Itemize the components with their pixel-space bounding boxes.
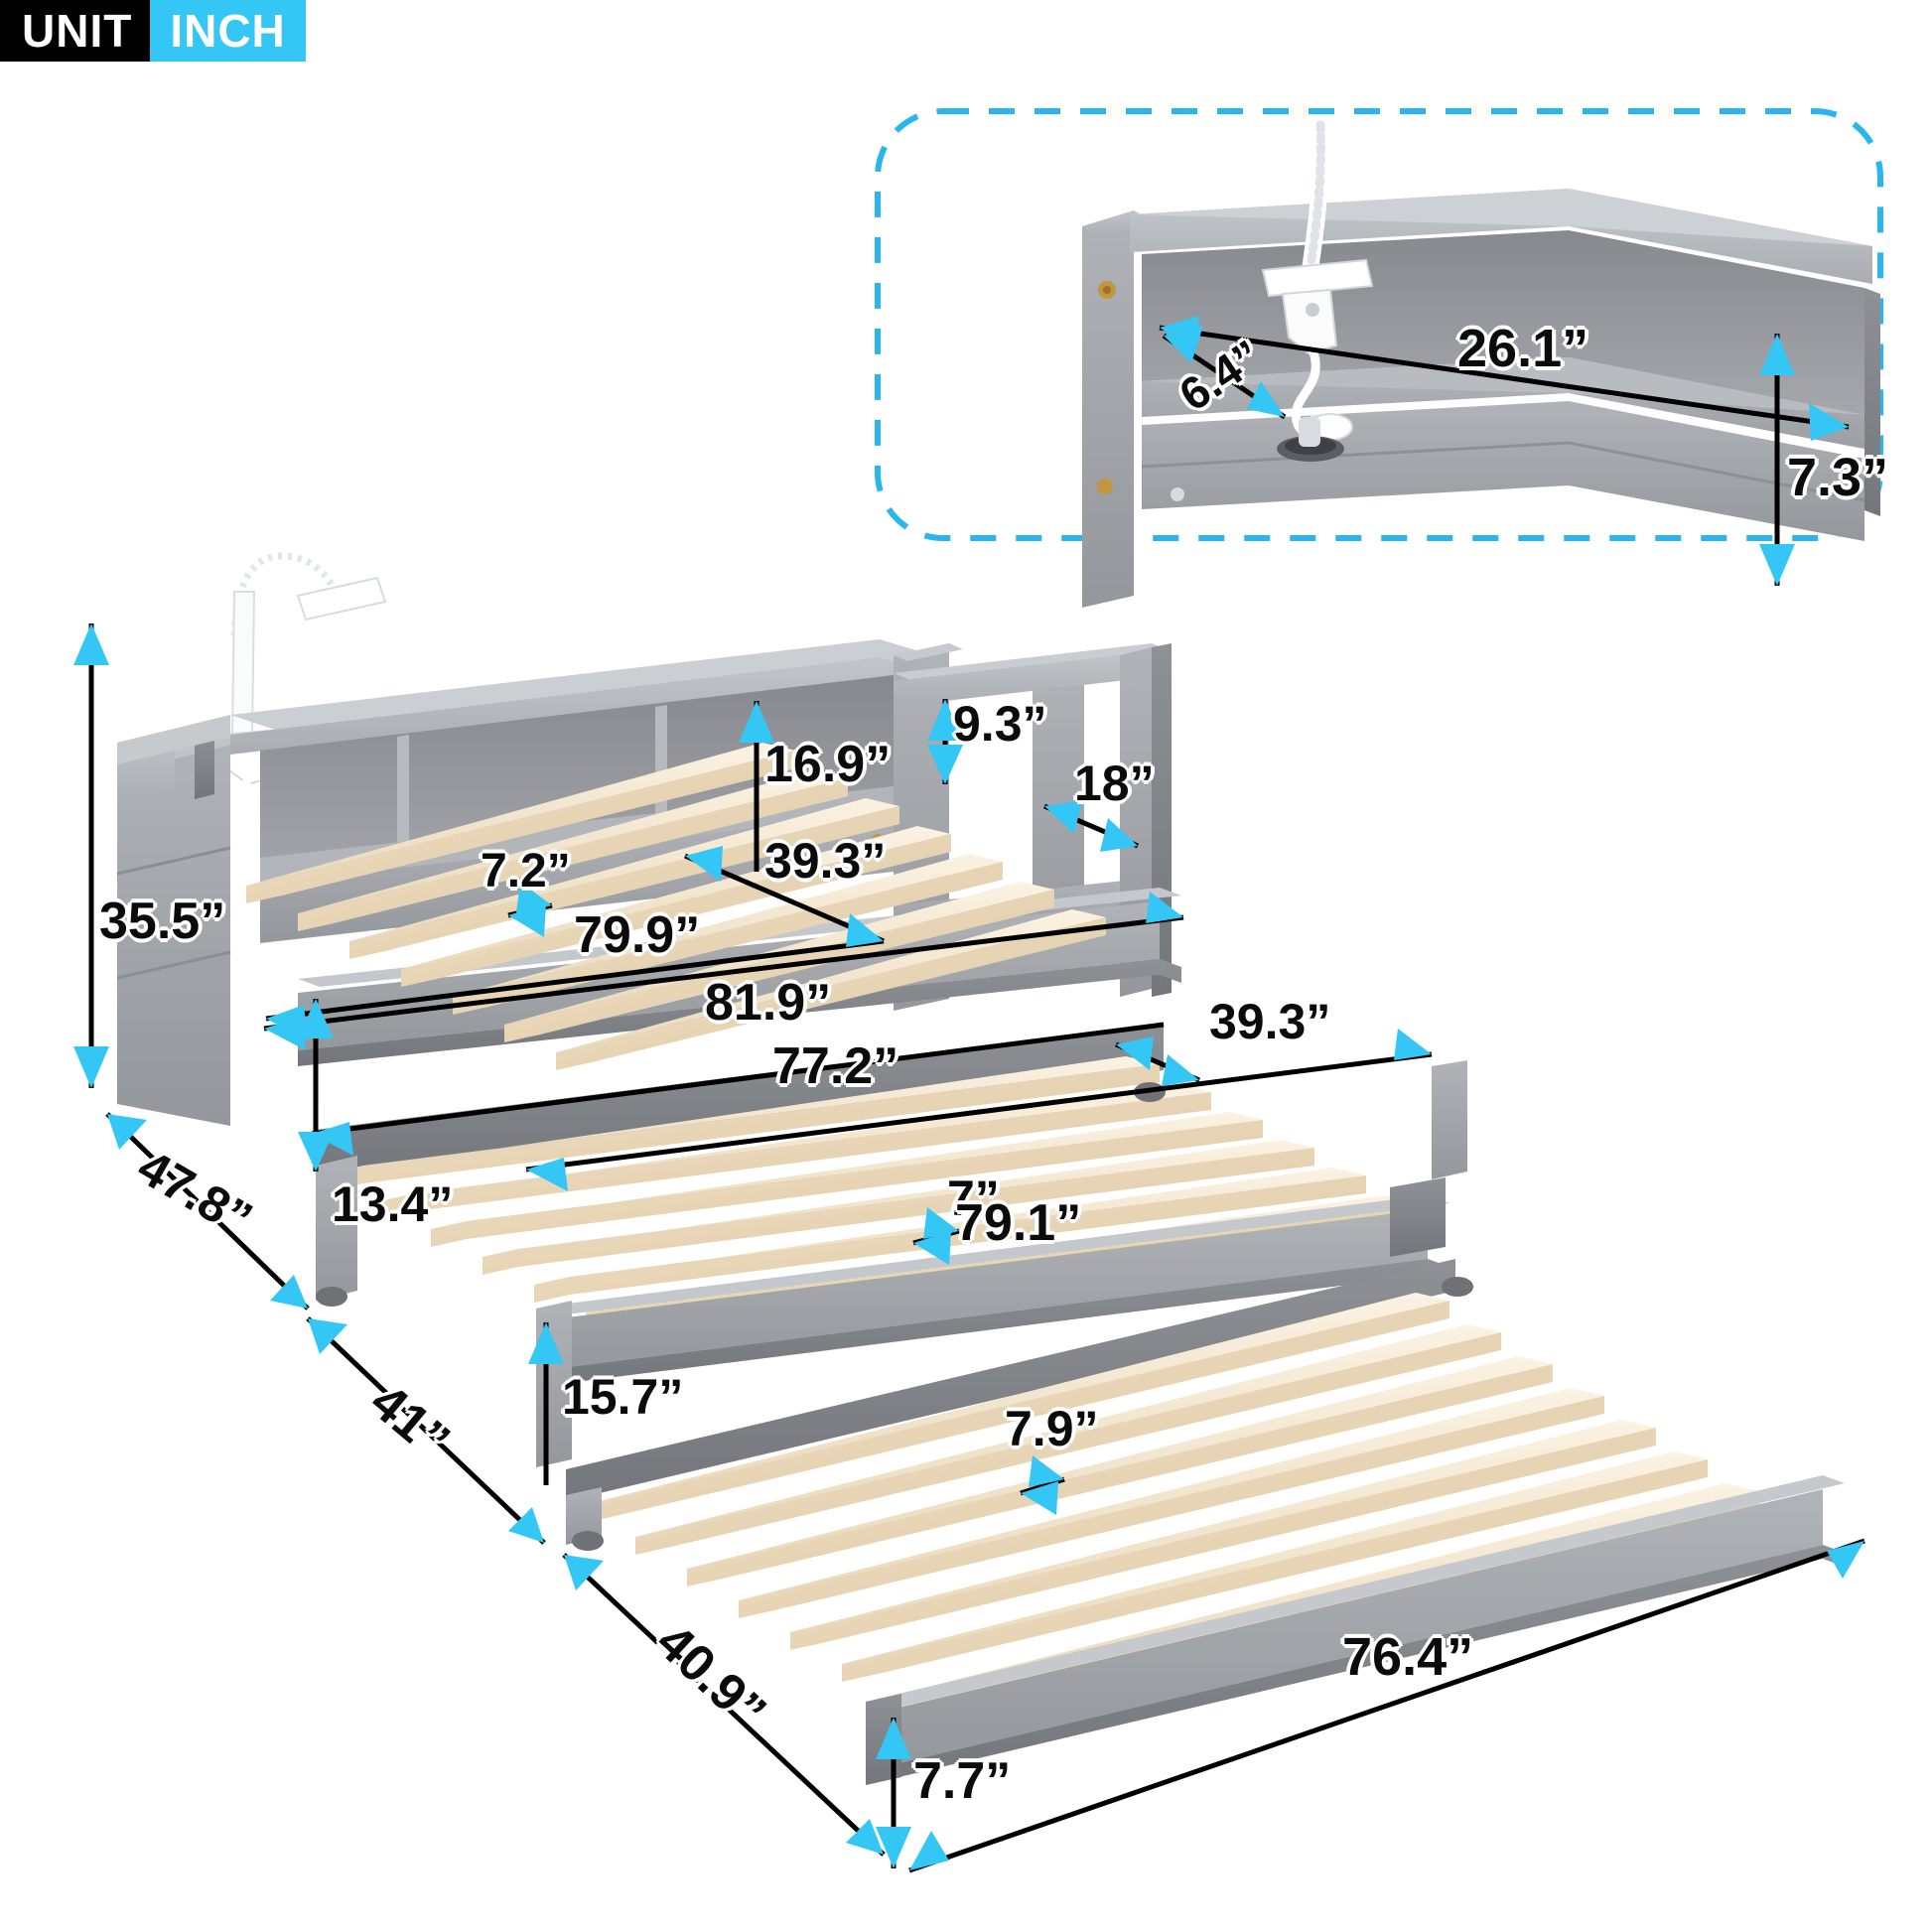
dim-footboard-rail-width: 18”	[1074, 756, 1155, 811]
dim-trundle-inner-length: 79.1”	[955, 1194, 1082, 1252]
unit-badge-value: INCH	[150, 0, 306, 62]
dim-overall-length: 81.9”	[705, 974, 832, 1032]
dim-overall-height: 35.5”	[99, 893, 226, 950]
dim-trundle-deck-length: 77.2”	[772, 1037, 899, 1095]
dim-trundle-mattress-width: 39.3”	[1209, 994, 1331, 1049]
dim-trundle-clearance-height: 13.4”	[332, 1176, 454, 1232]
inset-detail-illustration	[875, 108, 1883, 608]
unit-badge-label: UNIT	[0, 0, 151, 62]
dim-upper-mattress-length: 79.9”	[574, 906, 701, 964]
dim-lower-trundle-slat-spacing: 7.9”	[1005, 1401, 1099, 1456]
unit-badge: UNIT INCH	[0, 0, 306, 62]
dim-lower-trundle-side-height: 7.7”	[913, 1752, 1012, 1810]
dim-shelf-height: 7.3”	[1787, 448, 1889, 507]
dim-slat-spacing-upper: 7.2”	[481, 845, 571, 897]
dim-upper-mattress-width: 39.3”	[764, 833, 887, 889]
dim-trundle-side-height: 15.7”	[562, 1369, 684, 1425]
dim-shelf-width: 26.1”	[1457, 319, 1589, 378]
dim-footboard-rail-height: 9.3”	[953, 696, 1047, 752]
dim-headboard-shelf-height: 16.9”	[764, 736, 892, 793]
dim-lower-trundle-length: 76.4”	[1342, 1627, 1474, 1687]
